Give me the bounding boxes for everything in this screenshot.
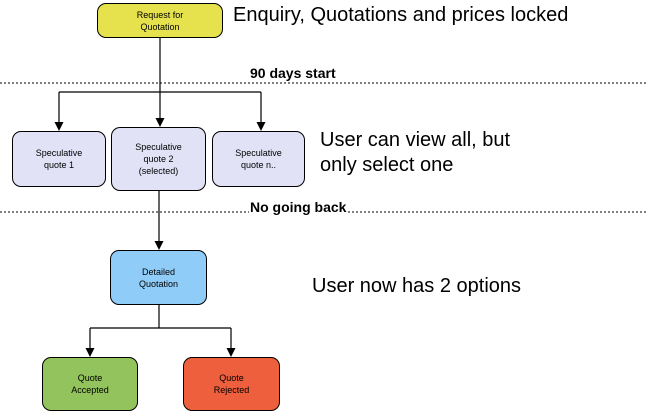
node-detailed-quotation[interactable]: Detailed Quotation [110,250,207,305]
divider-label-90-days-start: 90 days start [249,65,337,81]
node-request-for-quotation[interactable]: Request for Quotation [97,3,223,38]
annotation-user-now-has-2-options: User now has 2 options [312,275,522,297]
node-speculative-quote-n[interactable]: Speculative quote n.. [212,131,305,187]
node-speculative-quote-1[interactable]: Speculative quote 1 [12,131,106,187]
node-quote-accepted[interactable]: Quote Accepted [42,357,138,411]
divider-label-no-going-back: No going back [249,199,348,215]
node-speculative-quote-2-selected[interactable]: Speculative quote 2 (selected) [111,127,206,191]
annotation-enquiry-prices-locked: Enquiry, Quotations and prices locked [233,4,569,26]
node-quote-rejected[interactable]: Quote Rejected [183,357,280,411]
annotation-user-can-view-all: User can view all, but only select one [320,129,511,176]
